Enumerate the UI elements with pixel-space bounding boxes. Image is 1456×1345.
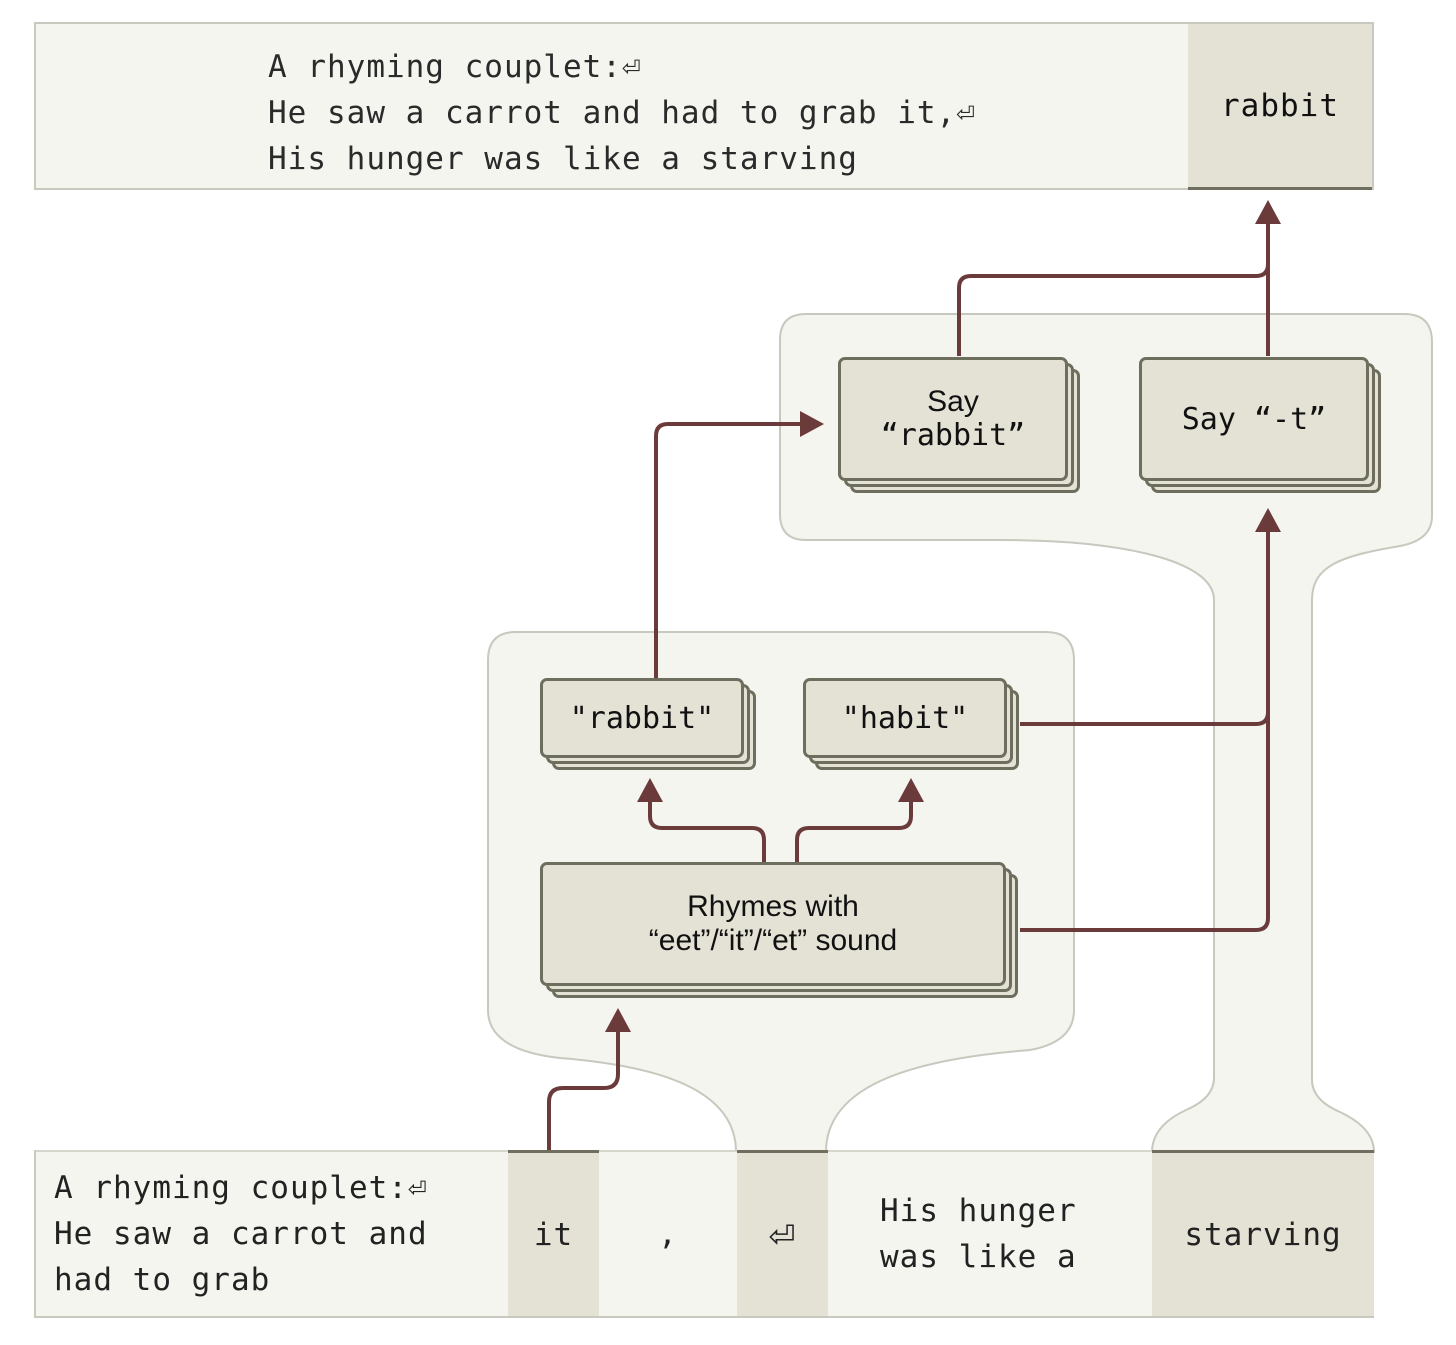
input-prefix-token: A rhyming couplet:⏎ He saw a carrot and … bbox=[36, 1150, 508, 1316]
input-token-strip: A rhyming couplet:⏎ He saw a carrot and … bbox=[34, 1150, 1374, 1318]
arrow-rhymes-to-say-t bbox=[1020, 530, 1270, 932]
feature-say-t-label: Say “-t” bbox=[1181, 401, 1327, 437]
feature-rabbit-label: "rabbit" bbox=[569, 700, 715, 736]
input-token-starving: starving bbox=[1152, 1150, 1374, 1316]
output-prompt-line-2: He saw a carrot and had to grab it,⏎ bbox=[268, 95, 976, 131]
output-prompt-box: A rhyming couplet:⏎ He saw a carrot and h… bbox=[34, 22, 1374, 190]
feature-say-rabbit: Say “rabbit” bbox=[838, 357, 1082, 495]
arrowhead-say-t bbox=[1255, 508, 1281, 532]
input-token-comma: , bbox=[599, 1150, 737, 1316]
input-prefix-text: A rhyming couplet:⏎ He saw a carrot and … bbox=[54, 1170, 428, 1298]
arrow-rabbit-to-say-rabbit bbox=[654, 422, 804, 678]
input-middle-token: His hunger was like a bbox=[828, 1150, 1152, 1316]
predicted-token: rabbit bbox=[1188, 24, 1372, 190]
feature-say-rabbit-line2: “rabbit” bbox=[880, 418, 1026, 453]
feature-say-t: Say “-t” bbox=[1139, 357, 1383, 495]
newline-icon: ⏎ bbox=[768, 1209, 797, 1260]
arrowhead-say-rabbit bbox=[800, 411, 824, 437]
feature-rhymes-line2: “eet”/“it”/“et” sound bbox=[648, 924, 898, 957]
feature-rhymes-with: Rhymes with “eet”/“it”/“et” sound bbox=[540, 862, 1022, 1000]
input-middle-text: His hunger was like a bbox=[880, 1193, 1077, 1275]
arrow-rhymes-to-rabbit bbox=[648, 800, 766, 862]
feature-habit-label: "habit" bbox=[841, 700, 969, 736]
input-token-it: it bbox=[508, 1150, 599, 1316]
arrowhead-rhymes bbox=[605, 1008, 631, 1032]
output-prompt-text: A rhyming couplet:⏎ He saw a carrot and h… bbox=[268, 44, 976, 182]
feature-rabbit: "rabbit" bbox=[540, 678, 758, 772]
arrowhead-rabbit bbox=[637, 778, 663, 802]
feature-say-rabbit-line1: Say bbox=[927, 385, 979, 418]
arrowhead-habit bbox=[898, 778, 924, 802]
arrow-rhymes-to-habit bbox=[795, 800, 913, 862]
output-prompt-line-1: A rhyming couplet:⏎ bbox=[268, 49, 642, 85]
arrow-habit-to-say-t bbox=[1020, 690, 1270, 726]
feature-habit: "habit" bbox=[803, 678, 1021, 772]
feature-rhymes-line1: Rhymes with bbox=[687, 890, 859, 923]
output-prompt-line-3: His hunger was like a starving bbox=[268, 141, 858, 177]
arrowhead-output bbox=[1255, 200, 1281, 224]
input-token-newline: ⏎ bbox=[737, 1150, 828, 1316]
arrow-it-to-rhymes bbox=[547, 1030, 620, 1150]
